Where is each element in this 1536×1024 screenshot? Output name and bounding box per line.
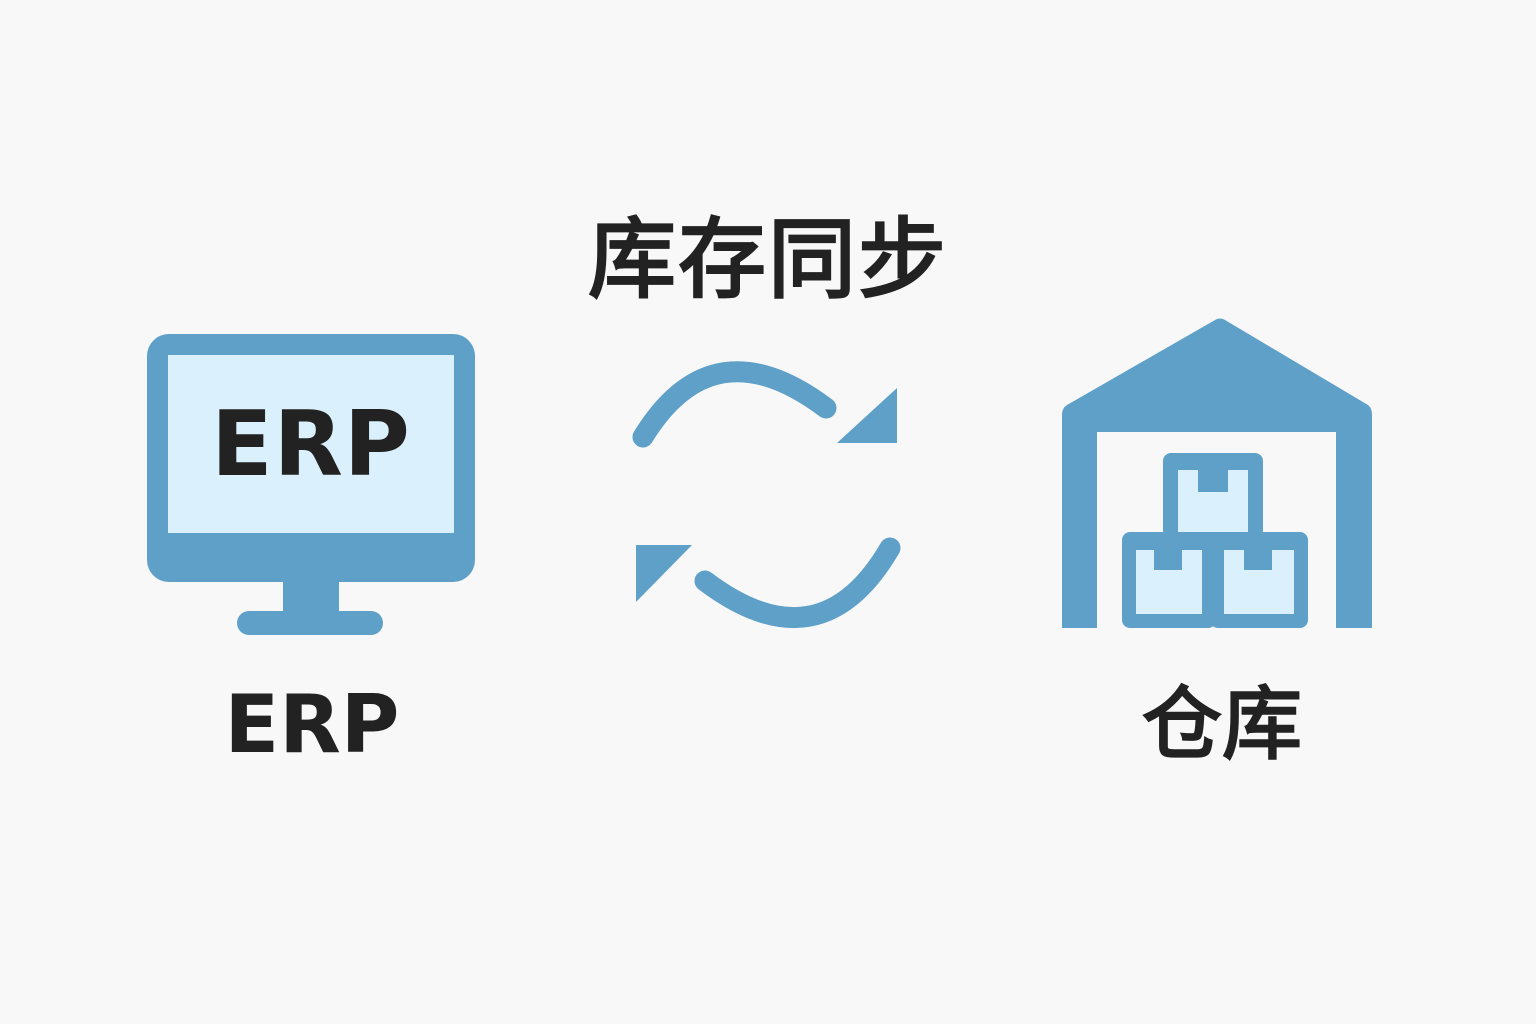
- sync-arrow-top-arc: [632, 361, 837, 448]
- box-bottom-right-tape: [1244, 550, 1272, 570]
- sync-arrowhead-left: [636, 545, 692, 602]
- sync-arrows-icon: [632, 361, 901, 628]
- box-bottom-left-tape: [1154, 550, 1182, 570]
- monitor-stand-base: [237, 611, 383, 635]
- diagram-title: 库存同步: [587, 208, 948, 311]
- warehouse-icon: [1062, 318, 1372, 628]
- sync-arrowhead-right: [837, 388, 897, 443]
- sync-arrow-bottom-arc: [694, 537, 901, 628]
- box-top-tape: [1198, 470, 1228, 492]
- warehouse-caption: 仓库: [1142, 678, 1302, 771]
- monitor-screen-label: ERP: [168, 355, 454, 533]
- monitor-stand-neck: [283, 580, 339, 616]
- warehouse-building: [1062, 318, 1372, 628]
- erp-caption: ERP: [224, 678, 400, 771]
